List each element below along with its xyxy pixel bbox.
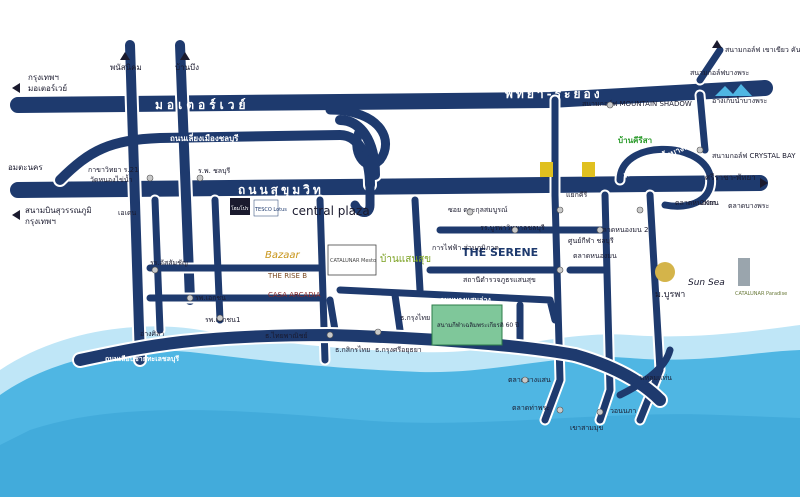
- arrow-left-icon: [12, 210, 20, 220]
- bypass-label: ถนนเลี่ยงเมืองชลบุรี: [170, 132, 239, 144]
- tesco-logo: [253, 199, 279, 217]
- khao-sam-muk-label: เขาสามมุข: [570, 424, 604, 432]
- casa-arcadia-label: CASA ARCADIA: [268, 291, 321, 299]
- ta-phra-label: ตลาดท่าพระ: [512, 404, 550, 412]
- stadium-label: สนามกีฬาเฉลิมพระเกียรติ 60 ปี: [437, 321, 519, 329]
- burapha-univ-logo: [655, 262, 675, 282]
- landmark-krungsri: ธ.กรุงศรีอยุธยา: [375, 346, 422, 354]
- baan-kirisa-label: บ้านคีรีสา: [618, 135, 652, 145]
- tesco-label: TESCO Lotus: [254, 207, 287, 213]
- catalunar-mesto-box: [327, 244, 377, 276]
- arrow-up-icon: [712, 40, 722, 48]
- banbueng-label: บ้านบึง: [175, 63, 199, 72]
- big-c-icon: [582, 162, 595, 177]
- landmark-bangkok-bank: ธ.กสิกรไทย: [335, 345, 370, 354]
- banbueng-road: [175, 40, 195, 305]
- landmark-kha-khao: กาขาวิทยา ร.21: [88, 166, 139, 174]
- landmark-krungthai: ธ.กรุงไทย: [400, 313, 430, 322]
- pattaya-rayong-label: พัทยา-ระยอง: [505, 87, 603, 101]
- home-pro-logo: [230, 198, 250, 215]
- bazaar-label: Bazaar: [265, 250, 300, 261]
- chonburi-intersect-label: แยกคีรี: [566, 191, 588, 199]
- bang-saen-market-label: ตลาดบางแสน: [508, 376, 551, 384]
- home-pro-label: โฮมโปร: [231, 205, 249, 212]
- traffic-label: ตลาดหนองมน: [573, 252, 617, 260]
- reservoir-road: [616, 145, 715, 210]
- phanat-label: พนัสนิคม: [110, 63, 142, 72]
- big-c-icon: [540, 162, 553, 177]
- burapha-univ-label: ม.บูรพา: [655, 290, 685, 300]
- reservoir-label: อ่างเก็บน้ำบางพระ: [712, 94, 768, 105]
- beach-road-label: ถนนเลียบชายทะเลชลบุรี: [105, 355, 179, 363]
- landmark-eden: เอเดน: [118, 209, 137, 217]
- ore-soi-label: ซอย ตระกุลสมบูรณ์: [448, 206, 508, 214]
- to-bkk-2: มอเตอร์เวย์: [28, 83, 67, 93]
- kha-sam-muk-2: ตลาดหนองมน 2: [598, 226, 648, 234]
- laem-thaen-label: แหลมแท่น: [640, 374, 672, 382]
- nongmon-market-label: ตลาดหนองมน: [675, 199, 719, 207]
- landmark-kasem: รร.อัสสัมชัญ: [150, 259, 188, 267]
- arrow-left-icon: [12, 83, 20, 93]
- sport-club-label: สนามกอล์ฟ เขาเขียว คันทรีคลับ: [725, 46, 800, 54]
- landmark-wat: วัดหนองไข่น้ำ: [90, 173, 133, 184]
- bangphra-golf-label: สนามกอล์ฟบางพระ: [690, 69, 749, 77]
- angsila-label: อ่างศิลา: [140, 330, 164, 338]
- suvarnabhumi-label-1: สนามบินสุวรรณภูมิ: [25, 206, 92, 216]
- arrow-up-icon: [180, 52, 190, 60]
- central-plaza-label: central plaza: [292, 204, 370, 218]
- catalunar-mesto-label: CATALUNAR Mesto: [330, 258, 376, 264]
- to-bkk-1: กรุงเทพฯ: [28, 73, 59, 82]
- direction-labels: พนัสนิคม บ้านบึง กรุงเทพฯ มอเตอร์เวย์ อม…: [8, 63, 756, 226]
- sport-center-label: ศูนย์กีฬา ชลบุรี: [568, 237, 614, 245]
- arrow-right-icon: [760, 178, 768, 188]
- wonnapa-label: วอนนภา: [610, 407, 636, 415]
- bang-phra-market-label: ตลาดบางพระ: [728, 202, 769, 210]
- police-label: สถานีตำรวจภูธรแสนสุข: [463, 276, 536, 284]
- landmark-chonburi-hospital: ร.พ. ชลบุรี: [198, 167, 231, 175]
- arrow-up-icon: [120, 52, 130, 60]
- bangsaen-road-label: ถนนบางแสนล่าง: [440, 296, 491, 304]
- landmark-hospital-aikon: รพ.เอกชน: [195, 294, 226, 302]
- sriracha-label: ศรีราชา-พัทยา: [705, 173, 756, 182]
- mountain-shadow-label: สนามกอล์ฟ MOUNTAIN SHADOW: [582, 100, 692, 108]
- crystal-bay-label: สนามกอล์ฟ CRYSTAL BAY: [712, 152, 796, 160]
- catalunar-paradise-tower: [738, 258, 750, 286]
- motorway-label: มอเตอร์เวย์: [155, 98, 250, 112]
- baan-saen-label: บ้านแสนสุข: [380, 253, 431, 265]
- direction-arrows: [12, 40, 768, 220]
- electricity-label: การไฟฟ้า ส่วนภูมิภาค: [432, 243, 499, 252]
- sukhumvit-road: [10, 175, 768, 198]
- amata-label: อมตะนคร: [8, 163, 43, 172]
- landmark-thai-phanich: ธ.ไทยพาณิชย์: [265, 331, 308, 340]
- the-rise-label: THE RISE B: [267, 272, 307, 280]
- stadium-area: [431, 304, 503, 346]
- reservoir-wave-icon: [715, 84, 752, 96]
- landmark-labels: กาขาวิทยา ร.21 วัดหนองไข่น้ำ ร.พ. ชลบุรี…: [88, 46, 800, 432]
- suvarnabhumi-label-2: กรุงเทพฯ: [25, 217, 56, 226]
- sun-sea-label: Sun Sea: [688, 278, 725, 288]
- landmark-markers: [146, 101, 704, 416]
- landmark-hospital-aikon1: รพ.เอกชน1: [205, 316, 240, 324]
- phanat-road: [125, 40, 145, 365]
- road-network: [8, 38, 775, 426]
- catalunar-paradise-label: CATALUNAR Paradise: [735, 291, 787, 297]
- distance-label: 2Km.: [700, 199, 718, 207]
- the-serene-label: THE SERENE: [462, 246, 538, 259]
- sukhumvit-label: ถนนสุขุมวิท: [238, 183, 324, 198]
